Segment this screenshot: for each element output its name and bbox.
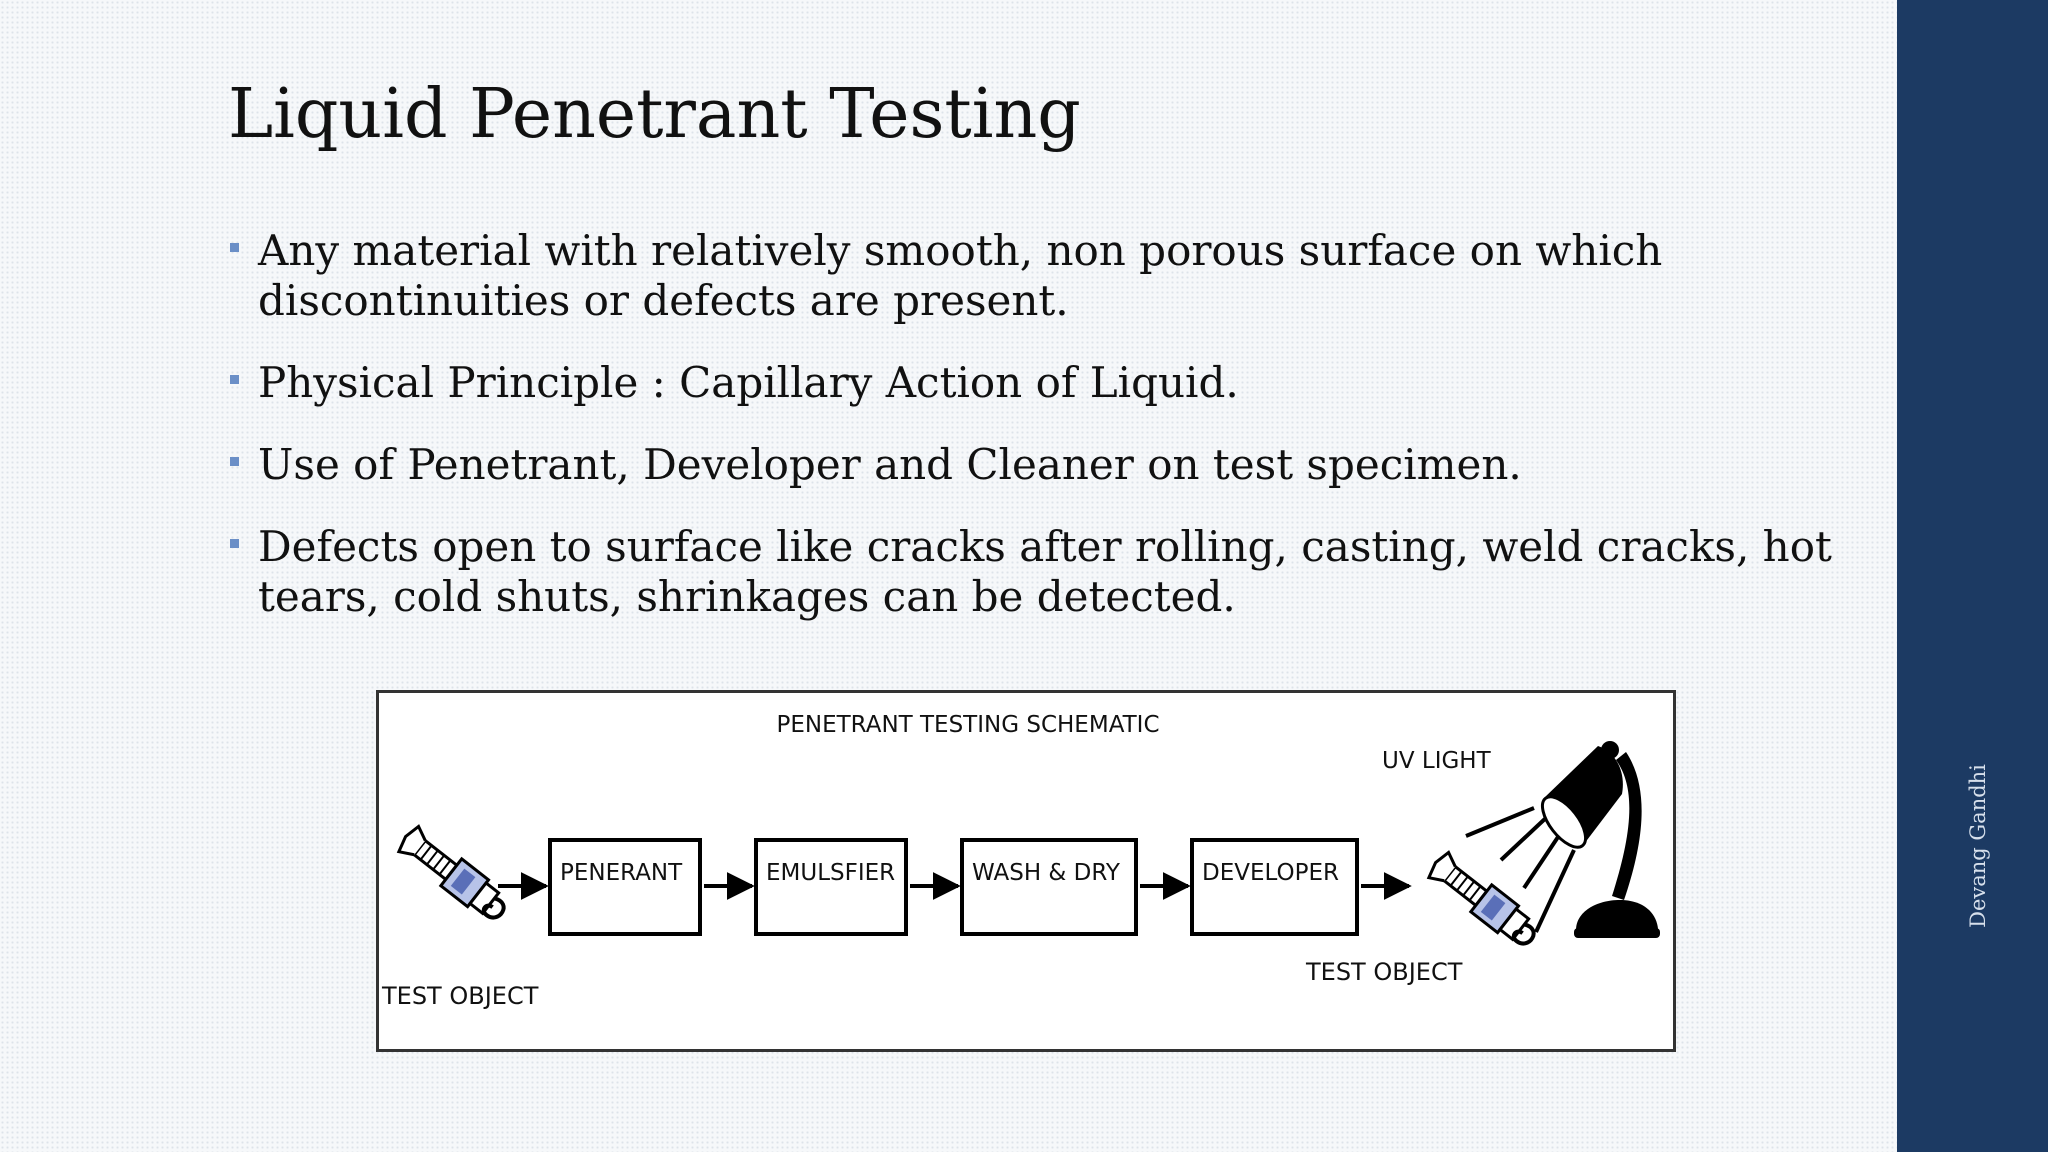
step-box-emulsifier: EMULSFIER [754,838,908,936]
schematic-title: PENETRANT TESTING SCHEMATIC [776,712,1159,738]
step-label: WASH & DRY [972,860,1121,886]
step-box-penetrant: PENERANT [548,838,702,936]
bullet-list: Any material with relatively smooth, non… [228,226,1878,654]
author-name: Devang Gandhi [1966,764,1990,928]
uv-light-label: UV LIGHT [1382,748,1492,774]
bullet-item: Any material with relatively smooth, non… [228,226,1878,326]
square-bullet-icon [230,539,239,548]
bullet-text: Defects open to surface like cracks afte… [258,522,1832,621]
slide-title: Liquid Penetrant Testing [228,75,1081,154]
bullet-text: Any material with relatively smooth, non… [258,226,1663,325]
uv-lamp-icon [1465,741,1660,938]
bullet-item: Use of Penetrant, Developer and Cleaner … [228,440,1878,490]
bullet-item: Physical Principle : Capillary Action of… [228,358,1878,408]
right-sidebar-band [1897,0,2048,1152]
square-bullet-icon [230,243,239,252]
step-box-developer: DEVELOPER [1190,838,1359,936]
schematic-diagram: PENETRANT TESTING SCHEMATIC TEST OBJECT … [376,690,1676,1052]
step-label: EMULSFIER [766,860,895,886]
test-object-left-label: TEST OBJECT [381,982,539,1010]
square-bullet-icon [230,375,239,384]
step-box-wash-dry: WASH & DRY [960,838,1138,936]
step-label: PENERANT [560,860,683,886]
bullet-text: Physical Principle : Capillary Action of… [258,358,1239,407]
step-label: DEVELOPER [1202,860,1339,886]
test-object-right-label: TEST OBJECT [1305,958,1463,986]
bullet-item: Defects open to surface like cracks afte… [228,522,1878,622]
penetrant-schematic: PENETRANT TESTING SCHEMATIC TEST OBJECT … [376,690,1676,1052]
square-bullet-icon [230,457,239,466]
bullet-text: Use of Penetrant, Developer and Cleaner … [258,440,1522,489]
